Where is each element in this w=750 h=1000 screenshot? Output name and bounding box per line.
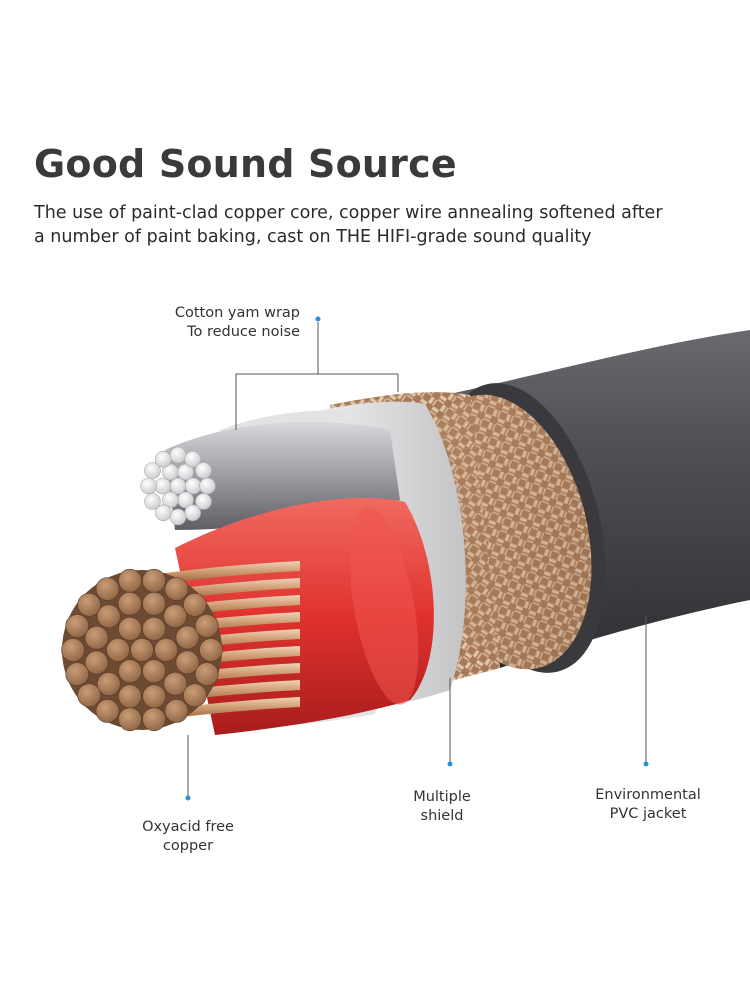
silver-strand-end	[169, 446, 187, 464]
callout-text: To reduce noise	[187, 324, 300, 340]
callout-text: copper	[162, 838, 214, 854]
copper-strand-end	[199, 638, 223, 662]
silver-strand-end	[169, 477, 187, 495]
copper-strand-end	[163, 671, 188, 696]
copper-strand-end	[130, 638, 154, 662]
copper-strand-end	[163, 604, 187, 628]
copper-strand-end	[142, 616, 166, 641]
silver-strand-end	[155, 450, 172, 468]
copper-wire-strand	[150, 561, 300, 585]
copper-strand-end	[118, 616, 142, 641]
copper-strand-end	[154, 638, 178, 662]
silver-strand-end	[177, 463, 194, 481]
subtitle-line: The use of paint-clad copper core, coppe…	[34, 203, 663, 223]
silver-strand-end	[155, 504, 172, 522]
silver-strand-end	[140, 477, 157, 495]
silver-strand-end	[144, 493, 161, 510]
silver-strand-end	[169, 508, 187, 526]
copper-strand-end	[164, 699, 189, 723]
copper-strand-end	[65, 662, 89, 686]
copper-strand-end	[175, 625, 200, 650]
copper-strand-end	[95, 577, 120, 601]
copper-strand-end	[142, 707, 166, 732]
callout-text: Multiple	[413, 789, 471, 805]
callout-text: PVC jacket	[609, 806, 687, 822]
silver-strand-end	[195, 462, 212, 479]
copper-strand-end	[118, 659, 142, 684]
page-title: Good Sound Source	[34, 142, 457, 186]
silver-strand-end	[184, 477, 202, 495]
callout-text: Environmental	[595, 787, 701, 803]
callout-label-pvc-jacket: Environmental PVC jacket	[570, 786, 726, 824]
silver-strand-end	[184, 504, 201, 522]
copper-conductor	[61, 561, 300, 732]
callout-label-copper: Oxyacid free copper	[120, 818, 256, 856]
callout-label-shield: Multiple shield	[380, 788, 504, 826]
silver-strand-end	[195, 493, 212, 510]
copper-strand-end	[106, 638, 130, 662]
callout-dot-copper	[185, 795, 191, 801]
copper-strand-end	[77, 592, 101, 617]
silver-strand-end	[162, 491, 179, 509]
callout-text: Cotton yam wrap	[174, 305, 300, 321]
subtitle-line: a number of paint baking, cast on THE HI…	[34, 227, 592, 247]
copper-strand-end	[142, 659, 166, 684]
callout-dot-cotton	[315, 316, 321, 322]
copper-strand-end	[84, 650, 109, 675]
callout-label-cotton-wrap: Cotton yam wrap To reduce noise	[150, 304, 300, 342]
callout-dot-shield	[447, 761, 453, 767]
copper-strand-end	[118, 568, 142, 593]
silver-strand-end	[199, 477, 216, 495]
page-subtitle: The use of paint-clad copper core, coppe…	[34, 201, 724, 249]
copper-strand-end	[164, 577, 189, 601]
copper-strand-end	[96, 604, 121, 629]
copper-strand-end	[142, 591, 166, 616]
copper-strand-end	[195, 662, 219, 686]
callout-dot-jacket	[643, 761, 649, 767]
copper-strand-end	[183, 592, 207, 617]
callout-dots	[185, 316, 649, 801]
callout-lines	[187, 322, 647, 796]
copper-strand-end	[118, 591, 142, 616]
callout-text: Oxyacid free	[142, 819, 234, 835]
silver-strand-end	[154, 477, 172, 495]
copper-strand-end	[142, 684, 166, 709]
silver-strand-end	[144, 462, 161, 479]
copper-strand-end	[84, 625, 109, 650]
copper-strand-end	[118, 684, 142, 709]
copper-strand-end	[77, 683, 101, 708]
copper-strand-end	[61, 638, 85, 662]
copper-strand-end	[175, 650, 200, 675]
callout-text: shield	[420, 808, 464, 824]
copper-strand-end	[195, 614, 219, 638]
copper-strand-end	[118, 707, 142, 732]
copper-strand-end	[183, 683, 207, 708]
copper-strand-end	[95, 699, 120, 723]
silver-strand-end	[184, 450, 201, 468]
copper-strand-end	[97, 672, 121, 696]
callout-line-cotton	[235, 322, 319, 430]
copper-strand-end	[142, 568, 166, 593]
copper-strand-end	[65, 614, 89, 638]
